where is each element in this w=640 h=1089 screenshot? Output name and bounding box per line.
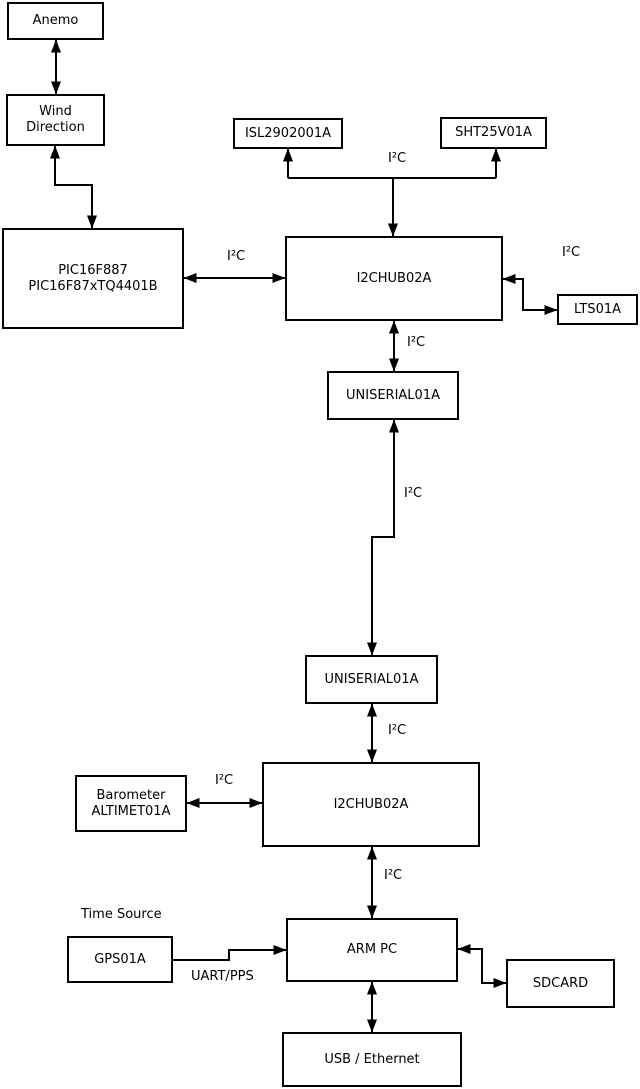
box-barometer: Barometer ALTIMET01A [75,775,187,832]
box-sht-label: SHT25V01A [455,125,532,140]
box-barometer-label-line2: ALTIMET01A [91,803,171,819]
box-gps: GPS01A [67,936,173,983]
box-sht-humidity-sensor: SHT25V01A [440,117,547,149]
box-i2c-hub-2: I2CHUB02A [262,762,480,847]
label-uart-pps: UART/PPS [191,969,254,984]
label-i2c-barometer-hub2: I²C [215,773,234,788]
box-uniserial-2-label: UNISERIAL01A [324,671,419,687]
box-gps-label: GPS01A [94,951,146,967]
box-wind-direction-label-line2: Direction [26,120,85,135]
box-uniserial-1-label: UNISERIAL01A [346,387,440,403]
box-usb-ethernet-label: USB / Ethernet [324,1051,420,1067]
label-i2c-pic-hub1: I²C [227,249,246,264]
box-barometer-label-line1: Barometer [96,787,166,803]
edge-armpc-sdcard [457,944,507,988]
box-pic-label-line1: PIC16F887 [58,262,128,278]
box-wind-direction: Wind Direction [6,94,105,146]
box-i2c-hub-1-label: I2CHUB02A [356,270,432,286]
edge-uniserial1-uniserial2 [367,419,399,656]
box-pic-label-line2: PIC16F87xTQ4401B [28,278,158,294]
box-i2c-hub-2-label: I2CHUB02A [333,796,409,812]
box-sdcard: SDCARD [506,959,615,1008]
box-i2c-hub-1: I2CHUB02A [285,236,503,321]
box-uniserial-1: UNISERIAL01A [327,371,459,420]
edge-gps-armpc [173,945,287,961]
box-anemometer: Anemo [7,2,104,40]
box-wind-direction-label-line1: Wind [39,104,72,119]
box-arm-pc: ARM PC [286,918,458,982]
box-lts-temperature-sensor: LTS01A [557,294,638,325]
label-i2c-hub1-uniserial1: I²C [407,335,426,350]
box-lts-label: LTS01A [573,301,622,317]
box-isl-light-sensor: ISL2902001A [233,118,343,149]
label-i2c-sensors-tee: I²C [388,151,407,166]
box-pic-microcontroller: PIC16F887 PIC16F87xTQ4401B [2,228,184,329]
box-sdcard-label: SDCARD [532,975,589,991]
edge-wind-pic [50,145,97,229]
box-anemometer-label: Anemo [32,13,79,28]
label-i2c-uniserial2-hub2: I²C [388,723,407,738]
edge-hub1-lts [502,274,558,315]
label-i2c-uniserial-link: I²C [404,486,423,501]
label-i2c-hub1-lts: I²C [562,245,581,260]
box-isl-label: ISL2902001A [244,125,332,141]
box-arm-pc-label: ARM PC [346,942,398,957]
box-uniserial-2: UNISERIAL01A [305,655,438,704]
box-usb-ethernet: USB / Ethernet [282,1032,462,1087]
label-time-source: Time Source [81,907,162,922]
label-i2c-hub2-armpc: I²C [384,868,403,883]
